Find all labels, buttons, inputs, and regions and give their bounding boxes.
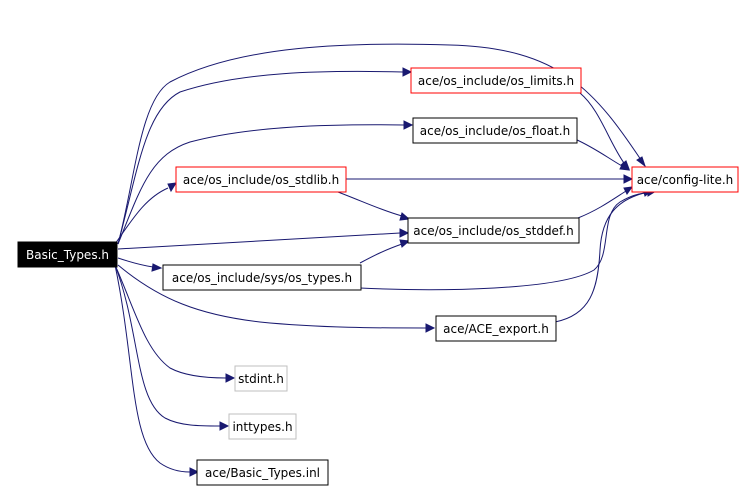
- arrowhead-icon: [402, 67, 413, 77]
- node-inttypes-h[interactable]: inttypes.h: [228, 413, 297, 440]
- arrowhead-icon: [399, 212, 411, 221]
- node-os-limits-h[interactable]: ace/os_include/os_limits.h: [410, 67, 582, 94]
- node-os-stdlib-h[interactable]: ace/os_include/os_stdlib.h: [175, 166, 347, 193]
- node-box: [410, 67, 582, 94]
- node-box: [196, 459, 329, 486]
- node-os-stddef-h[interactable]: ace/os_include/os_stddef.h: [407, 217, 580, 244]
- nodes: Basic_Types.h ace/os_include/os_limits.h…: [17, 67, 739, 486]
- arrowhead-icon: [623, 174, 634, 184]
- node-box: [412, 117, 578, 144]
- node-box: [631, 166, 739, 193]
- node-os-types-h[interactable]: ace/os_include/sys/os_types.h: [162, 264, 362, 291]
- node-label: ace/ACE_export.h: [443, 322, 549, 336]
- arrowhead-icon: [623, 186, 634, 195]
- node-box: [228, 413, 297, 440]
- arrowhead-icon: [403, 120, 414, 130]
- edge-basic-types-to-os-limits: [117, 70, 404, 245]
- edge-basic-types-to-inttypes: [114, 264, 221, 427]
- arrowhead-icon: [189, 467, 200, 477]
- arrowhead-icon: [151, 263, 163, 272]
- node-os-float-h[interactable]: ace/os_include/os_float.h: [412, 117, 578, 144]
- edge-os-limits-to-config-lite: [579, 92, 625, 164]
- node-label: ace/os_include/os_float.h: [420, 124, 570, 138]
- edge-basic-types-to-os-float: [117, 124, 405, 245]
- edge-basic-types-to-basic-types-inl: [114, 264, 191, 473]
- node-label: ace/os_include/sys/os_types.h: [172, 271, 352, 285]
- node-label: stdint.h: [238, 372, 284, 386]
- node-stdint-h[interactable]: stdint.h: [234, 365, 288, 392]
- arrowhead-icon: [425, 323, 436, 333]
- node-box: [435, 315, 557, 342]
- node-box: [407, 217, 580, 244]
- arrowhead-icon: [167, 182, 177, 193]
- node-basic-types-h[interactable]: Basic_Types.h: [17, 241, 118, 268]
- edge-basic-types-to-os-types: [117, 257, 154, 268]
- edge-basic-types-to-ace-export: [117, 264, 427, 329]
- edges: [114, 43, 658, 477]
- edge-basic-types-to-os-stddef: [117, 232, 401, 250]
- node-basic-types-inl[interactable]: ace/Basic_Types.inl: [196, 459, 329, 486]
- node-box: [17, 241, 118, 268]
- arrowhead-icon: [399, 239, 411, 248]
- edge-os-types-to-os-stddef: [359, 243, 403, 264]
- arrowhead-icon: [636, 156, 646, 168]
- node-label: ace/config-lite.h: [637, 173, 734, 187]
- node-label: ace/os_include/os_stddef.h: [413, 224, 573, 238]
- edge-basic-types-to-stdint: [114, 264, 227, 379]
- edge-os-float-to-config-lite: [574, 138, 623, 167]
- arrowhead-icon: [225, 373, 236, 383]
- edge-ace-export-to-config-lite: [554, 192, 645, 323]
- edge-basic-types-to-os-stdlib: [114, 187, 169, 245]
- arrowhead-icon: [619, 162, 631, 171]
- node-label: Basic_Types.h: [26, 248, 109, 262]
- node-label: ace/Basic_Types.inl: [205, 466, 320, 480]
- arrowhead-icon: [399, 228, 410, 238]
- arrowhead-icon: [219, 421, 230, 431]
- node-box: [175, 166, 347, 193]
- node-label: inttypes.h: [232, 420, 292, 434]
- node-label: ace/os_include/os_limits.h: [418, 74, 574, 88]
- node-box: [162, 264, 362, 291]
- node-ace-export-h[interactable]: ace/ACE_export.h: [435, 315, 557, 342]
- node-label: ace/os_include/os_stdlib.h: [183, 173, 339, 187]
- edge-os-stdlib-to-os-stddef: [329, 188, 403, 217]
- node-box: [234, 365, 288, 392]
- edge-os-stddef-to-config-lite: [577, 190, 627, 219]
- node-config-lite-h[interactable]: ace/config-lite.h: [631, 166, 739, 193]
